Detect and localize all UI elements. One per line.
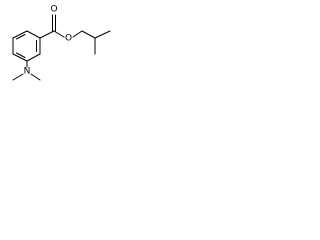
ring-bond — [12, 30, 28, 39]
dimethylamino-group — [12, 60, 41, 81]
ring-to-carbonyl-bond — [39, 30, 55, 39]
ester-group — [39, 14, 65, 39]
chemical-structure-diagram: O O N — [12, 5, 111, 81]
benzene-ring — [12, 30, 41, 62]
nitrogen-to-methyl-bond — [12, 73, 24, 81]
carbonyl-to-oxygen-bond — [53, 30, 65, 38]
oxygen-to-ch2-bond — [72, 30, 83, 38]
atom-labels: O O N — [24, 5, 72, 77]
carbonyl-oxygen-label: O — [50, 5, 57, 15]
ester-oxygen-label: O — [65, 34, 72, 44]
ring-double-bond — [16, 34, 26, 40]
isobutyl-chain — [72, 30, 111, 55]
ring-bond — [26, 30, 41, 39]
ch-to-methyl-bond — [94, 30, 111, 39]
amine-nitrogen-label: N — [24, 67, 31, 77]
ring-bond — [12, 53, 28, 62]
ring-double-bond — [16, 52, 26, 58]
ch2-to-ch-bond — [81, 30, 96, 39]
ring-bond — [26, 53, 41, 62]
nitrogen-to-methyl-bond — [30, 73, 41, 81]
